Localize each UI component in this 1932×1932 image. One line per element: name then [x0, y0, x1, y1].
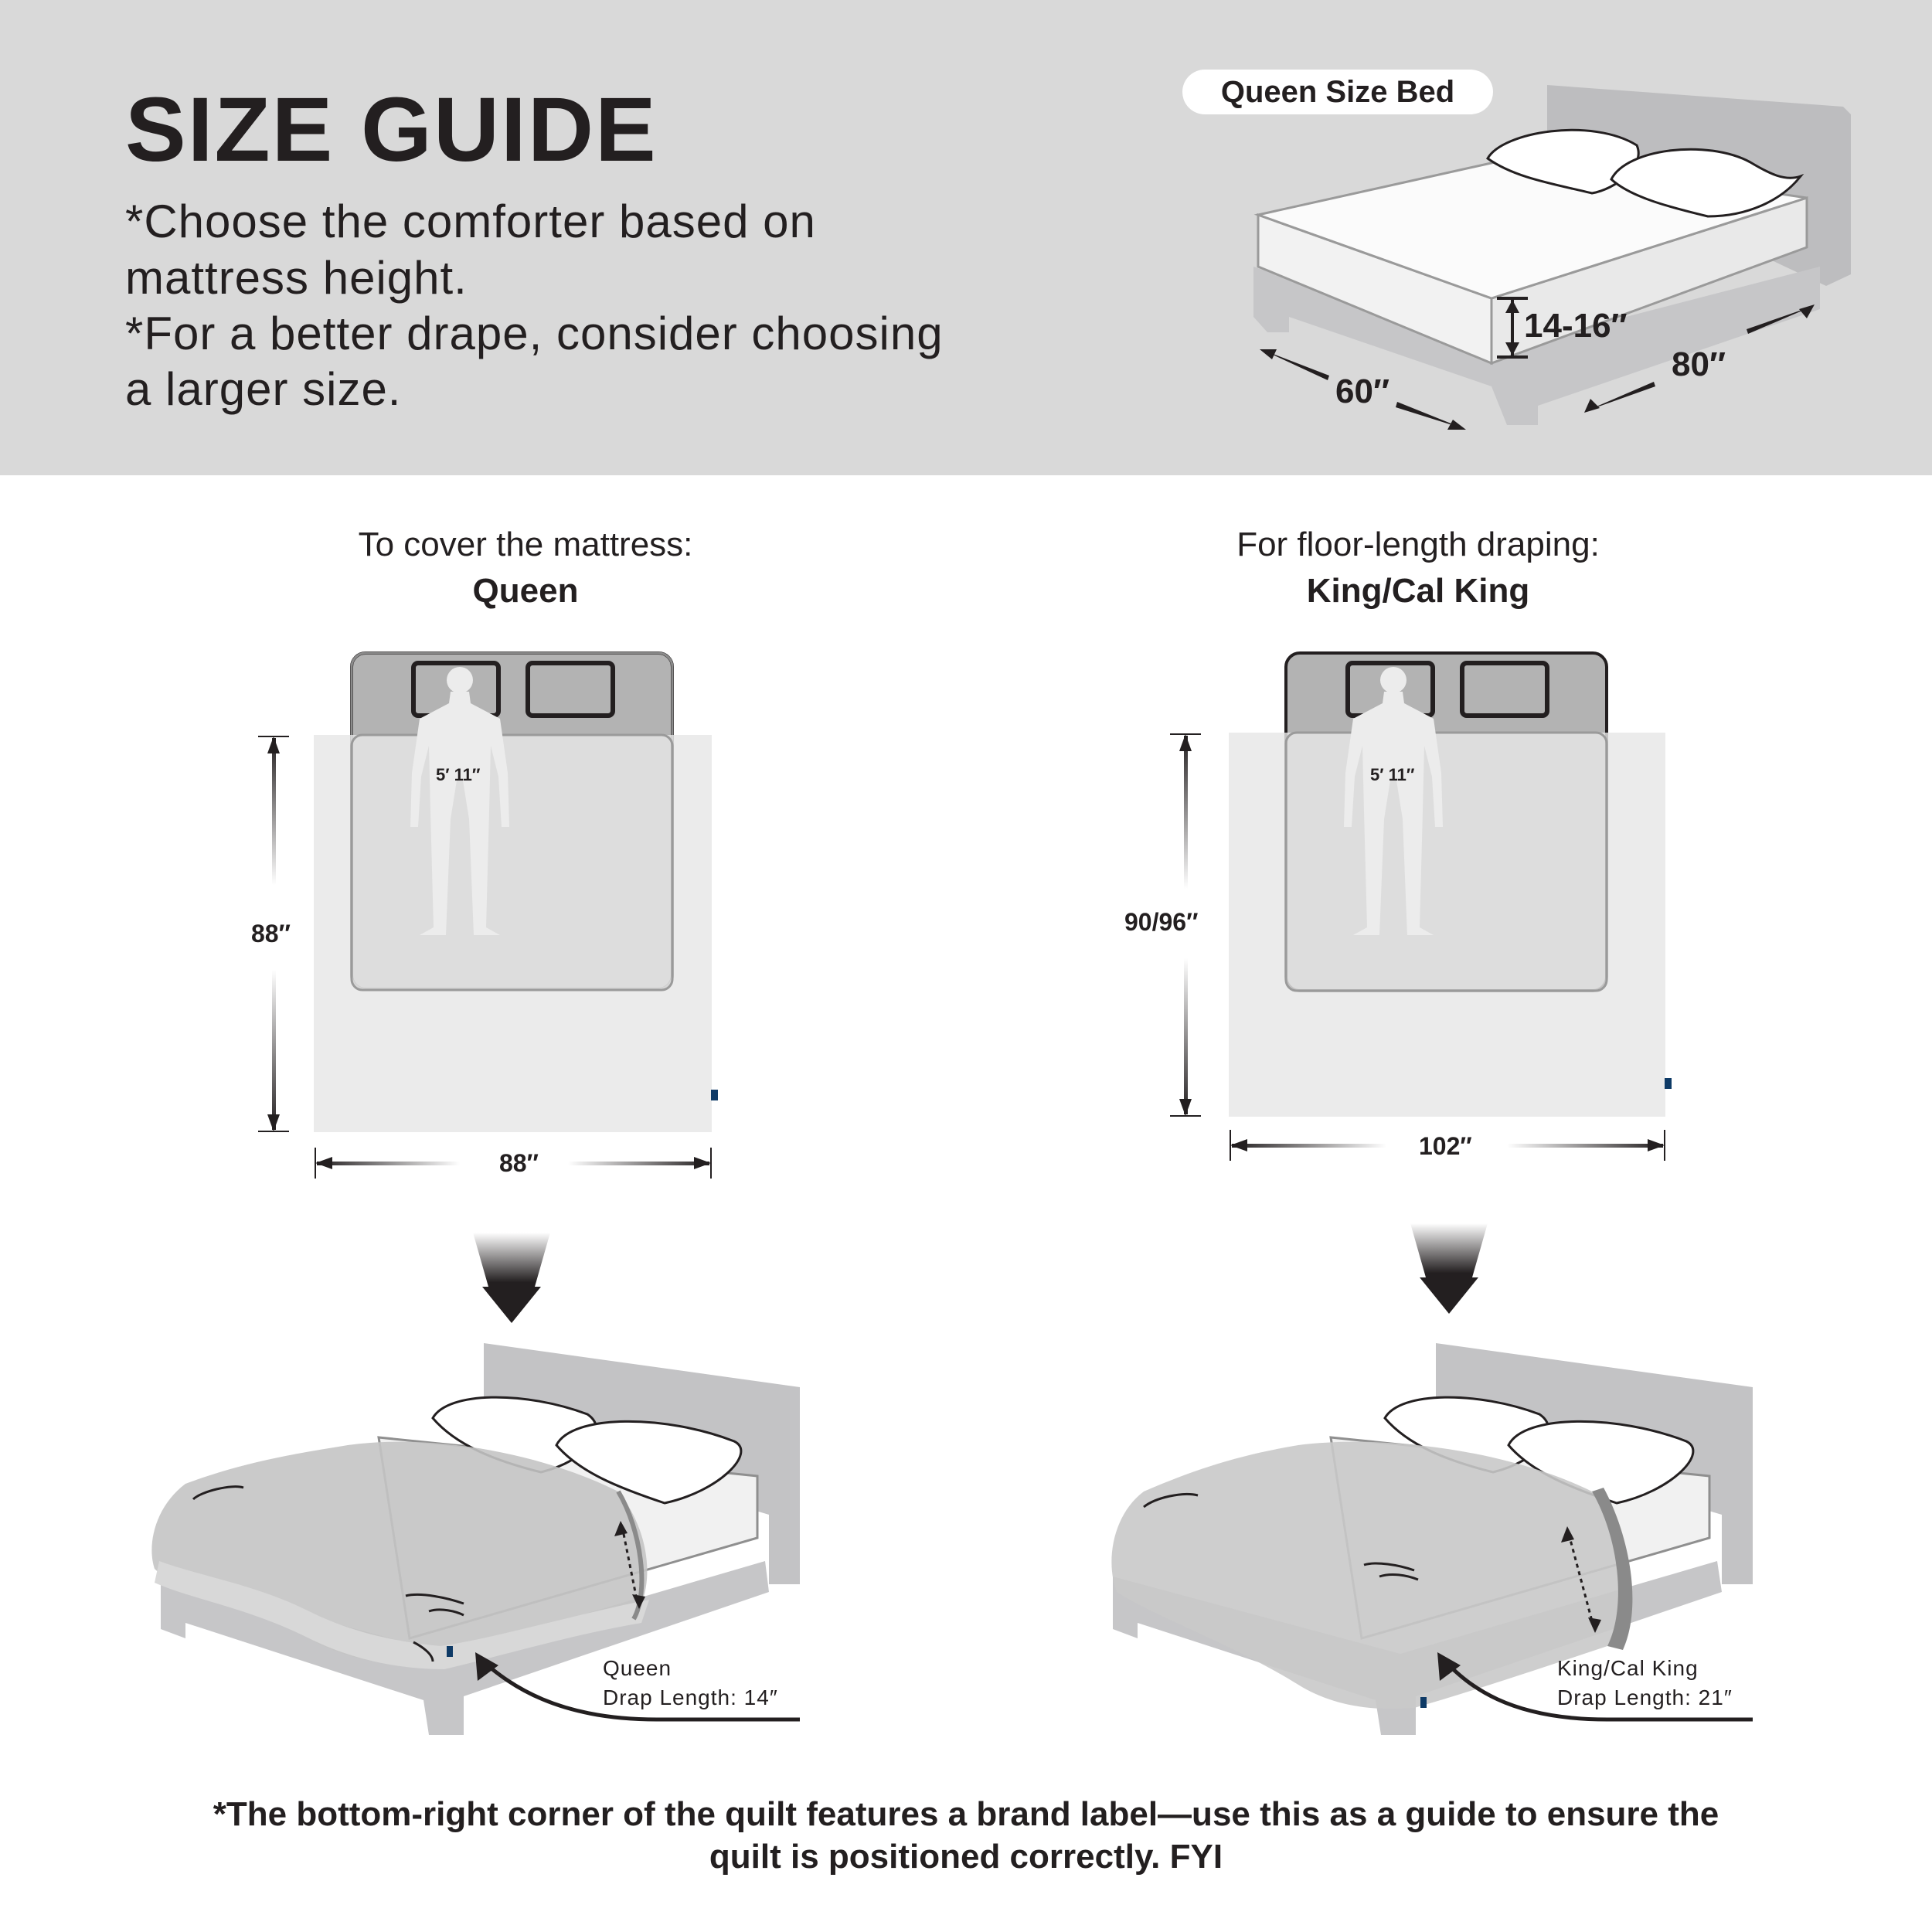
right-quilt-width: 102″ — [1419, 1132, 1472, 1160]
note-line-4: a larger size. — [125, 363, 402, 415]
left-top-diagram — [258, 651, 718, 1323]
left-heading: To cover the mattress: — [358, 526, 693, 563]
note-line-1: *Choose the comforter based on — [125, 196, 816, 247]
right-person-height: 5′ 11″ — [1370, 765, 1415, 784]
queen-drape-illustration — [151, 1343, 800, 1735]
queen-size-badge: Queen Size Bed — [1182, 70, 1493, 114]
footer-note-line-2: quilt is positioned correctly. FYI — [709, 1838, 1223, 1876]
left-quilt-width: 88″ — [499, 1149, 539, 1177]
right-drape-size: King/Cal King — [1557, 1656, 1699, 1680]
left-quilt-length: 88″ — [251, 920, 291, 947]
right-drape-length: Drap Length: 21″ — [1557, 1685, 1733, 1709]
right-quilt-length: 90/96″ — [1124, 908, 1199, 936]
page-title: SIZE GUIDE — [125, 79, 658, 181]
bed-width-label: 60″ — [1335, 372, 1390, 410]
left-person-height: 5′ 11″ — [436, 765, 481, 784]
right-size: King/Cal King — [1306, 572, 1530, 610]
right-top-diagram — [1170, 651, 1672, 1314]
right-heading: For floor-length draping: — [1236, 526, 1600, 563]
queen-quilt — [314, 735, 712, 1132]
king-drape-illustration — [1111, 1343, 1753, 1735]
note-line-2: mattress height. — [125, 252, 468, 304]
bed-length-label: 80″ — [1672, 345, 1726, 383]
king-quilt — [1229, 733, 1665, 1117]
left-size: Queen — [472, 572, 579, 610]
footer-note-line-1: *The bottom-right corner of the quilt fe… — [213, 1795, 1719, 1833]
header-bed-illustration — [1253, 85, 1851, 430]
left-drape-size: Queen — [603, 1656, 672, 1680]
mattress-height-label: 14-16″ — [1524, 307, 1628, 345]
brand-label-marker — [711, 1090, 718, 1100]
left-drape-length: Drap Length: 14″ — [603, 1685, 778, 1709]
note-line-3: *For a better drape, consider choosing — [125, 308, 944, 359]
brand-label-marker-2 — [1665, 1078, 1672, 1089]
